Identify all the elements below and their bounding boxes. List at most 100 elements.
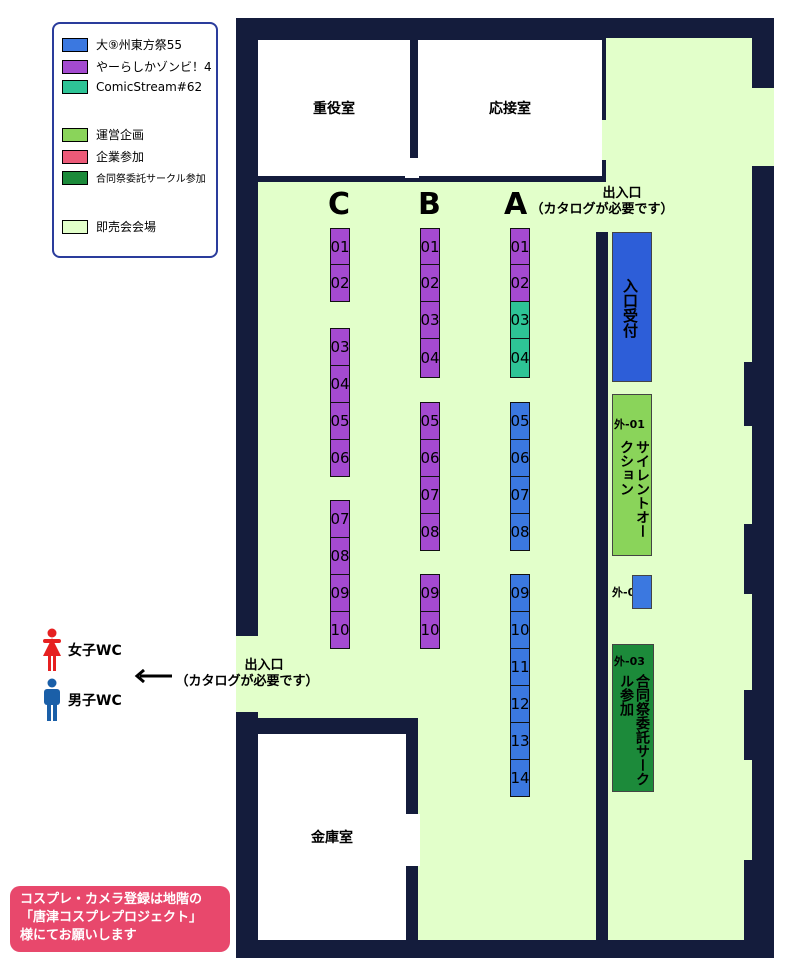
legend-label-7: 即売会会場 — [96, 220, 157, 234]
booth-c-04[interactable]: 04 — [330, 365, 350, 403]
booth-b-02[interactable]: 02 — [420, 264, 440, 302]
entrance-left[interactable]: 出入口 （カタログが必要です） — [172, 658, 322, 690]
booth-a-11[interactable]: 11 — [510, 648, 530, 686]
legend-item-5: 企業参加 — [62, 148, 144, 165]
wall-right-main — [752, 166, 774, 958]
legend-label-1: 大⑨州東方祭55 — [96, 38, 183, 52]
entrance-top-title: 出入口 — [602, 186, 642, 201]
legend-label-2: やーらしかゾンビ！4 — [96, 60, 212, 74]
booth-c-03[interactable]: 03 — [330, 328, 350, 366]
legend-label-5: 企業参加 — [96, 150, 145, 164]
wall-left-upper — [236, 18, 258, 636]
wall-right-notch-1 — [744, 362, 754, 426]
room-vault: 金庫室 — [258, 734, 406, 940]
female-icon — [40, 628, 64, 672]
booth-b-04[interactable]: 04 — [420, 338, 440, 378]
legend-swatch-7 — [62, 219, 88, 234]
entrance-left-title: 出入口 — [244, 658, 284, 673]
legend-swatch-5 — [62, 149, 88, 164]
wall-bottom — [236, 940, 774, 958]
door-gap-vault — [404, 814, 420, 866]
booth-b-07[interactable]: 07 — [420, 476, 440, 514]
booth-b-10[interactable]: 10 — [420, 611, 440, 649]
booth-out-03[interactable] — [612, 644, 654, 792]
entrance-top-note: （カタログが必要です） — [530, 202, 674, 217]
legend-swatch-2 — [62, 59, 88, 74]
column-header-a: A — [504, 187, 528, 222]
booth-out-03-code: 外-03 — [614, 655, 645, 668]
legend-swatch-6 — [62, 170, 88, 185]
wc-male[interactable]: 男子WC — [40, 678, 122, 722]
booth-c-01[interactable]: 01 — [330, 228, 350, 265]
legend-label-6: 合同祭委託サークル参加 — [96, 174, 206, 185]
legend-item-3: ComicStream#62 — [62, 80, 202, 94]
booth-a-13[interactable]: 13 — [510, 722, 530, 760]
room-executive: 重役室 — [258, 40, 410, 176]
legend-swatch-3 — [62, 80, 88, 94]
booth-b-01[interactable]: 01 — [420, 228, 440, 265]
booth-a-08[interactable]: 08 — [510, 513, 530, 551]
booth-out-02[interactable] — [632, 575, 652, 609]
legend-item-1: 大⑨州東方祭55 — [62, 36, 182, 53]
legend-swatch-4 — [62, 127, 88, 142]
booth-out-01-code: 外-01 — [614, 418, 645, 431]
wall-right-top — [752, 18, 774, 88]
booth-out-01[interactable] — [612, 394, 652, 556]
booth-a-05[interactable]: 05 — [510, 402, 530, 440]
legend-label-4: 運営企画 — [96, 128, 145, 142]
booth-out-01-label: サイレントオークション — [618, 440, 650, 538]
booth-a-02[interactable]: 02 — [510, 264, 530, 302]
male-icon — [40, 678, 64, 722]
wall-right-notch-4 — [744, 860, 754, 940]
booth-b-08[interactable]: 08 — [420, 513, 440, 551]
booth-a-07[interactable]: 07 — [510, 476, 530, 514]
column-header-c: C — [328, 187, 351, 222]
reception-desk[interactable] — [612, 232, 652, 382]
legend: 大⑨州東方祭55 やーらしかゾンビ！4 ComicStream#62 運営企画 … — [52, 22, 218, 258]
booth-out-03-label: 合同祭委託サークル参加 — [618, 674, 650, 786]
legend-item-7: 即売会会場 — [62, 218, 156, 235]
door-gap-top-2 — [602, 120, 608, 160]
booth-b-09[interactable]: 09 — [420, 574, 440, 612]
wc-female-label: 女子WC — [68, 643, 122, 659]
wc-female[interactable]: 女子WC — [40, 628, 122, 672]
booth-a-06[interactable]: 06 — [510, 439, 530, 477]
legend-item-4: 運営企画 — [62, 126, 144, 143]
booth-b-03[interactable]: 03 — [420, 301, 440, 339]
legend-item-2: やーらしかゾンビ！4 — [62, 58, 212, 75]
booth-a-10[interactable]: 10 — [510, 611, 530, 649]
wall-left-lower — [236, 712, 258, 958]
column-header-b: B — [418, 187, 441, 222]
booth-a-09[interactable]: 09 — [510, 574, 530, 612]
cosplay-notice-line3: 様にてお願いします — [20, 928, 137, 943]
wall-right-notch-2 — [744, 524, 754, 594]
booth-c-05[interactable]: 05 — [330, 402, 350, 440]
door-gap-top-1 — [405, 158, 419, 178]
booth-a-01[interactable]: 01 — [510, 228, 530, 265]
wall-top — [236, 18, 768, 38]
entrance-left-note: （カタログが必要です） — [175, 674, 319, 689]
wc-male-label: 男子WC — [68, 693, 122, 709]
booth-a-04[interactable]: 04 — [510, 338, 530, 378]
booth-a-14[interactable]: 14 — [510, 759, 530, 797]
booth-c-06[interactable]: 06 — [330, 439, 350, 477]
cosplay-notice-line2: 「唐津コスプレプロジェクト」 — [20, 910, 203, 925]
booth-c-07[interactable]: 07 — [330, 500, 350, 538]
booth-c-09[interactable]: 09 — [330, 574, 350, 612]
corridor-divider — [596, 232, 608, 940]
booth-c-08[interactable]: 08 — [330, 537, 350, 575]
booth-c-02[interactable]: 02 — [330, 264, 350, 302]
room-reception-hall: 応接室 — [418, 40, 602, 176]
booth-b-06[interactable]: 06 — [420, 439, 440, 477]
reception-label: 入口受付 — [621, 278, 639, 338]
booth-a-12[interactable]: 12 — [510, 685, 530, 723]
booth-a-03[interactable]: 03 — [510, 301, 530, 339]
booth-c-10[interactable]: 10 — [330, 611, 350, 649]
legend-swatch-1 — [62, 37, 88, 52]
cosplay-notice: コスプレ・カメラ登録は地階の 「唐津コスプレプロジェクト」 様にてお願いします — [10, 886, 230, 952]
legend-label-3: ComicStream#62 — [96, 80, 203, 94]
booth-b-05[interactable]: 05 — [420, 402, 440, 440]
arrow-left-icon — [134, 668, 174, 684]
wall-right-notch-3 — [744, 690, 754, 760]
entrance-top[interactable]: 出入口 （カタログが必要です） — [522, 186, 682, 218]
